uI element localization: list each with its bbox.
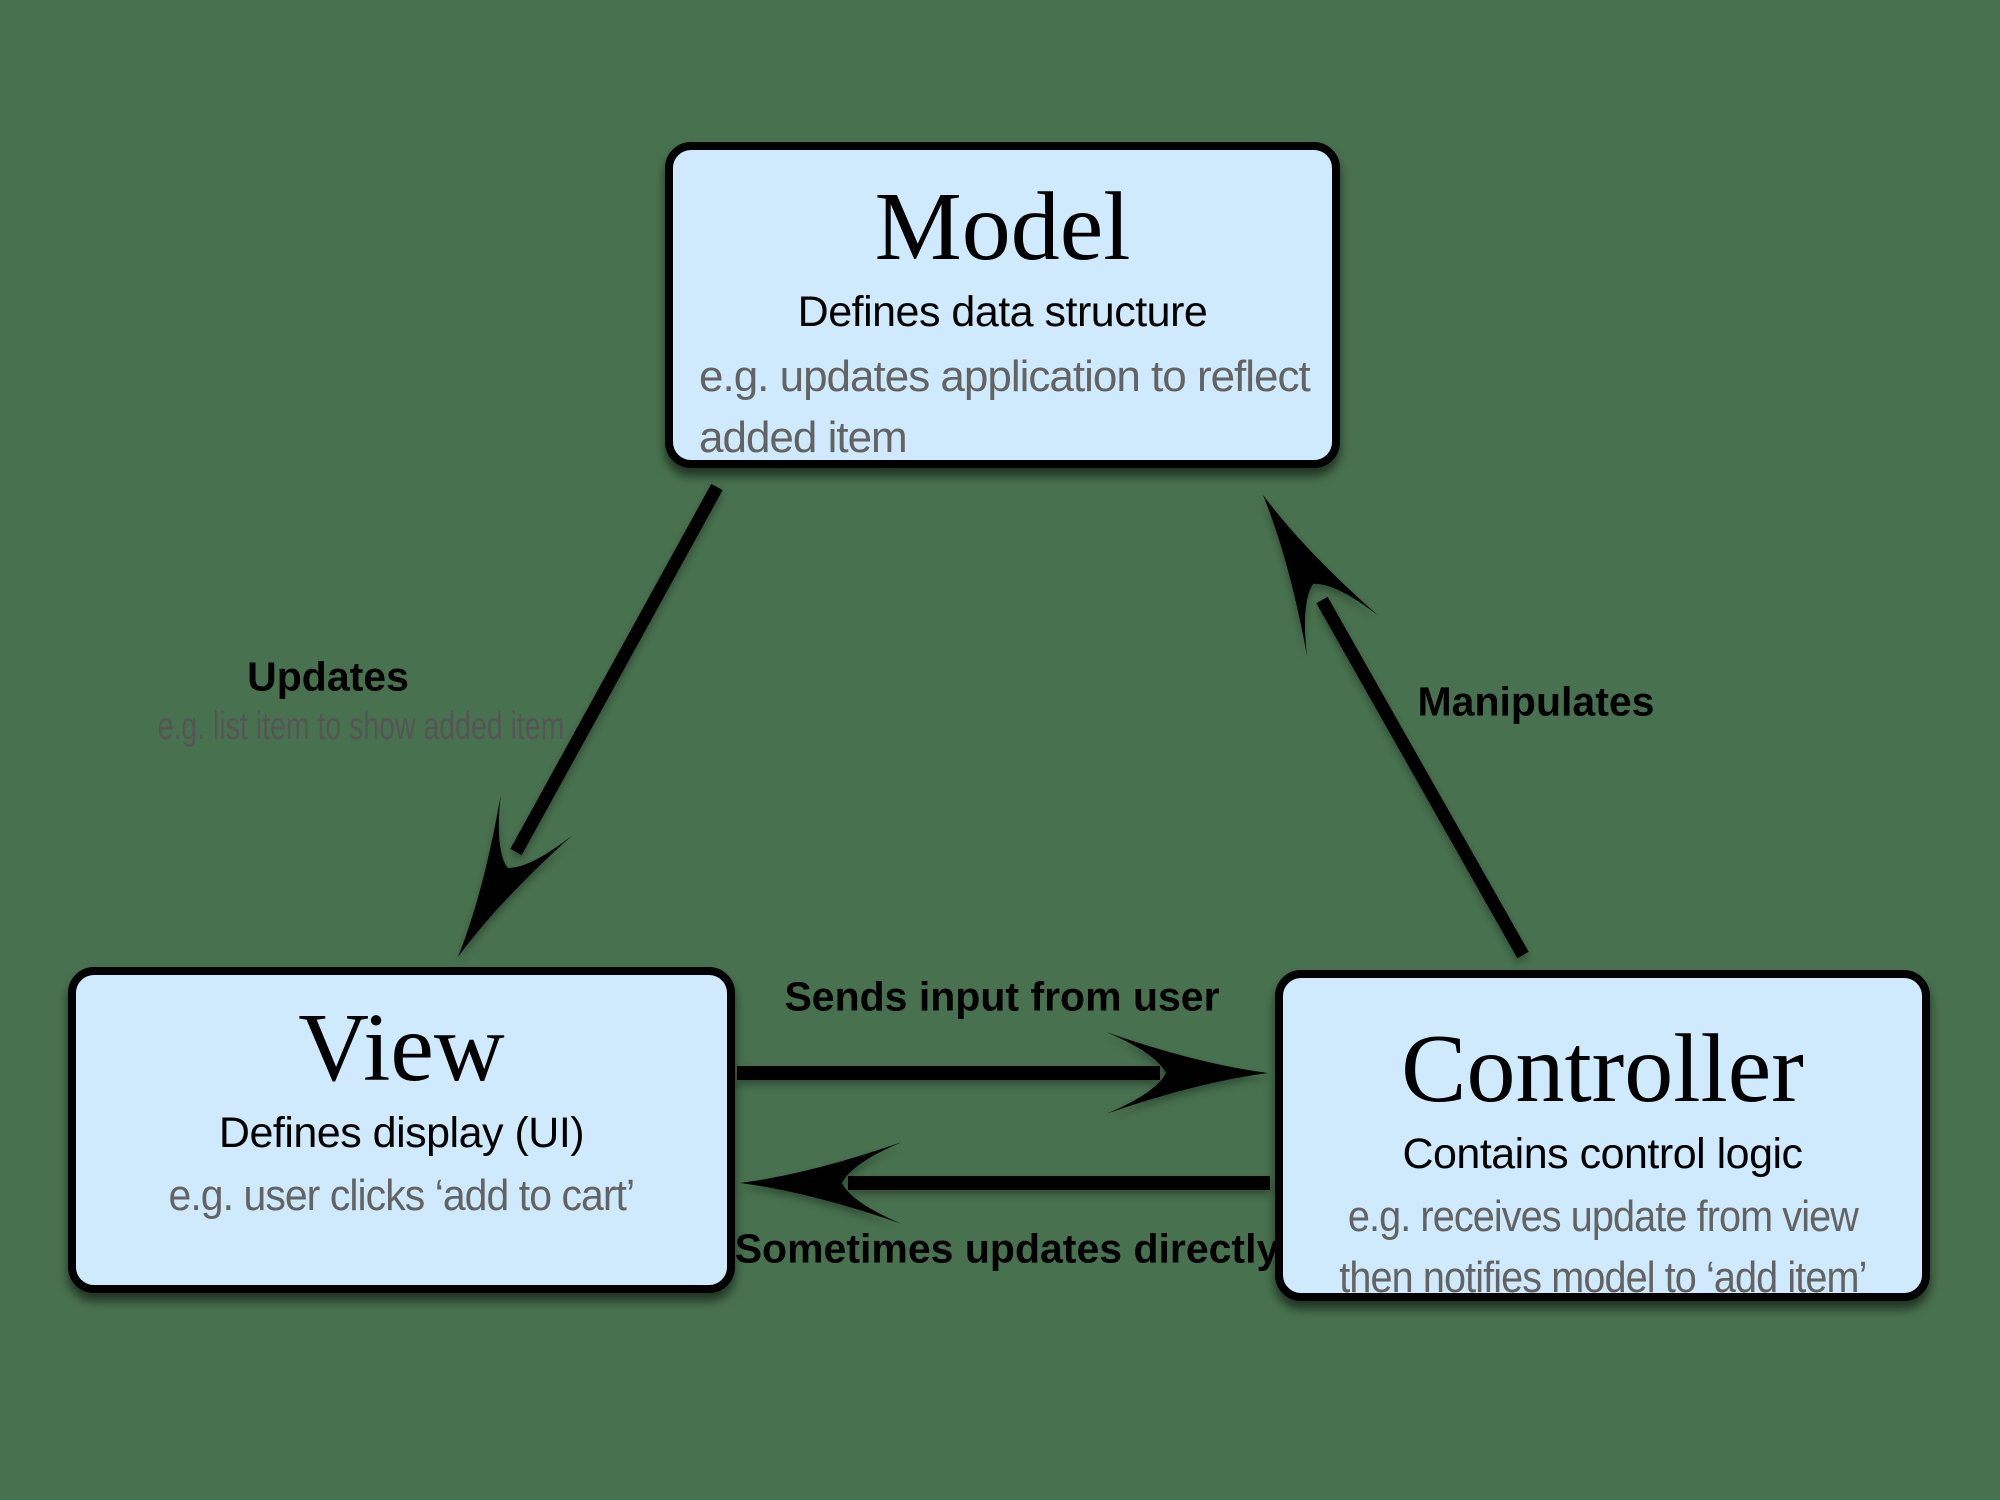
updates-arrow: [422, 483, 723, 977]
updates-arrow-label: Updates: [247, 653, 409, 700]
view-title: View: [298, 994, 505, 1102]
controller-example-line-2: then notifies model to ‘add item’: [1338, 1253, 1867, 1303]
manipulates-arrow-label: Manipulates: [1417, 678, 1655, 725]
controller-title: Controller: [1401, 1015, 1804, 1123]
model-example-line-1: e.g. updates application to reflect: [699, 351, 1311, 401]
sends-input-arrow-label: Sends input from user: [784, 973, 1220, 1020]
controller-node: Controller Contains control logic e.g. r…: [1275, 970, 1930, 1302]
model-subtitle: Defines data structure: [797, 287, 1208, 336]
sometimes-updates-arrow: [740, 1142, 1270, 1224]
model-node: Model Defines data structure e.g. update…: [665, 142, 1340, 468]
sometimes-updates-arrow-label: Sometimes updates directly: [734, 1225, 1280, 1272]
model-title: Model: [874, 173, 1131, 281]
view-subtitle: Defines display (UI): [218, 1108, 585, 1157]
controller-example: e.g. receives update from view then noti…: [1338, 1186, 1867, 1309]
view-node: View Defines display (UI) e.g. user clic…: [68, 967, 735, 1293]
model-example: e.g. updates application to reflect adde…: [673, 346, 1311, 469]
view-example: e.g. user clicks ‘add to cart’: [168, 1170, 636, 1220]
manipulates-arrow: [1227, 474, 1529, 959]
updates-arrow-sublabel: e.g. list item to show added item: [157, 705, 565, 748]
controller-example-line-1: e.g. receives update from view: [1347, 1191, 1858, 1241]
sends-input-arrow: [737, 1032, 1268, 1114]
model-example-line-2: added item: [699, 413, 908, 463]
controller-subtitle: Contains control logic: [1402, 1129, 1803, 1178]
